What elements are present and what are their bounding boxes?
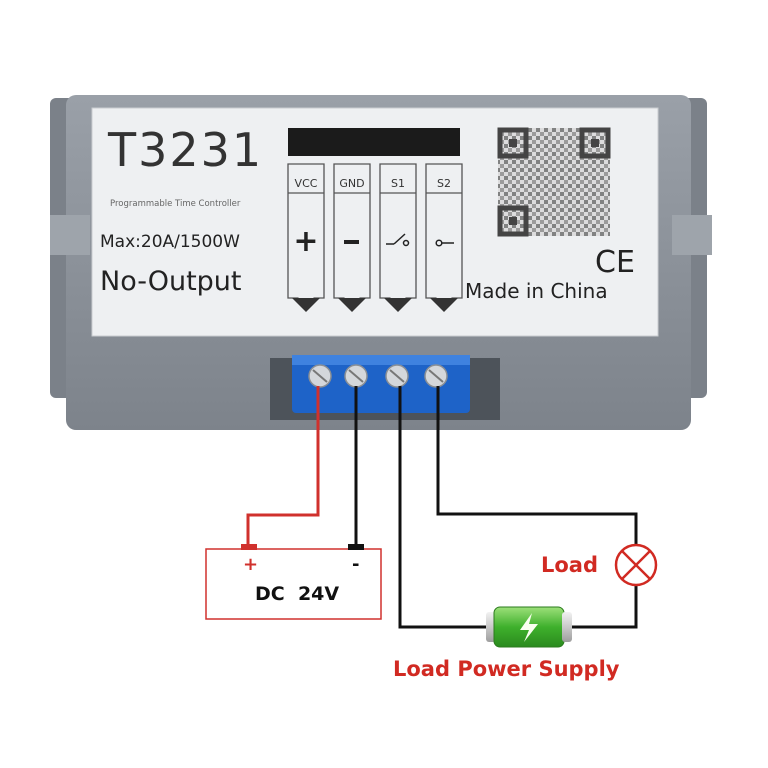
- terminal-s1-name: S1: [391, 177, 405, 190]
- load-label: Load: [541, 553, 598, 577]
- load-power-supply: Load Power Supply: [393, 606, 620, 681]
- terminal-label-s1: S1: [379, 163, 417, 312]
- output-type: No-Output: [100, 266, 242, 297]
- dc-source-box: [205, 548, 382, 620]
- wire-battery-to-load: [572, 585, 638, 629]
- dc-positive-mark: +: [243, 554, 258, 575]
- wire-positive: [246, 386, 320, 548]
- ce-mark: CE: [595, 245, 635, 280]
- dc-power-source: + - DC 24V: [205, 544, 382, 620]
- plus-symbol: +: [293, 224, 318, 259]
- dc-negative-mark: -: [352, 554, 359, 575]
- terminal-screw-s1: [385, 364, 409, 388]
- terminal-s2-name: S2: [437, 177, 451, 190]
- terminal-labels: VCC + GND S1: [287, 163, 463, 312]
- module-clip-left: [50, 215, 90, 255]
- controller-module: T3231 Programmable Time Controller Max:2…: [50, 95, 712, 430]
- subtitle: Programmable Time Controller: [110, 199, 241, 209]
- switch-icon: [386, 233, 410, 247]
- terminal-screw-vcc: [308, 364, 332, 388]
- lightning-icon: [520, 613, 538, 642]
- display-window: [288, 128, 460, 156]
- contact-icon: [435, 239, 454, 247]
- terminal-label-s2: S2: [425, 163, 463, 312]
- terminal-screw-gnd: [344, 364, 368, 388]
- terminal-gnd-name: GND: [339, 177, 364, 190]
- model-name: T3231: [107, 123, 263, 177]
- qr-code: [497, 127, 611, 237]
- terminal-block-housing: [292, 355, 470, 413]
- module-clip-right: [672, 215, 712, 255]
- dc-source-label: DC 24V: [255, 583, 339, 605]
- wire-s1-to-load-supply: [398, 386, 490, 629]
- dc-positive-terminal: [241, 544, 257, 550]
- origin-text: Made in China: [465, 279, 608, 303]
- terminal-vcc-name: VCC: [295, 177, 318, 190]
- dc-negative-terminal: [348, 544, 364, 550]
- max-rating: Max:20A/1500W: [100, 232, 240, 252]
- minus-symbol: [344, 240, 359, 244]
- wiring: [246, 386, 638, 629]
- terminal-block: [270, 355, 500, 420]
- wire-s2-to-load: [436, 386, 638, 545]
- terminal-label-gnd: GND: [333, 163, 371, 312]
- terminal-label-vcc: VCC +: [287, 163, 325, 312]
- load-supply-label: Load Power Supply: [393, 657, 620, 681]
- battery-cap-right: [562, 612, 572, 642]
- terminal-screw-s2: [424, 364, 448, 388]
- load-lamp: Load: [541, 543, 658, 587]
